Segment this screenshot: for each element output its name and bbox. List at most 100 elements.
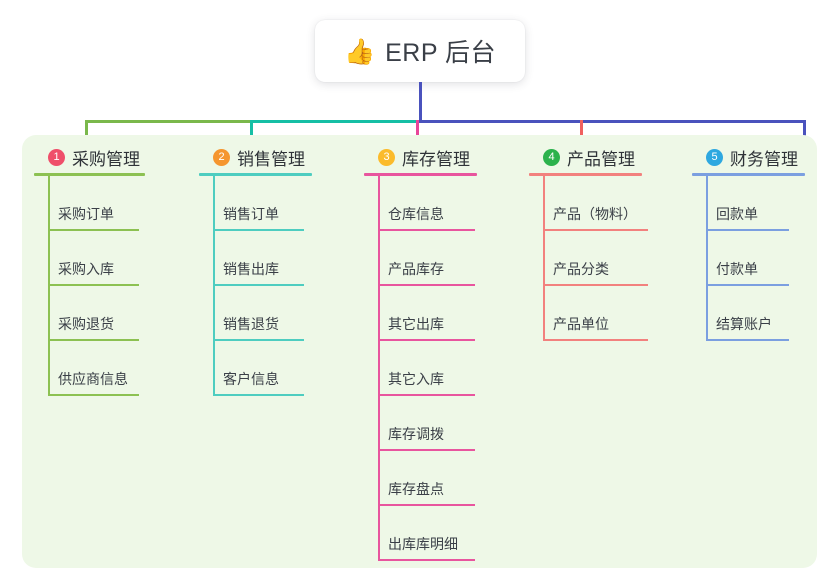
branch-item[interactable]: 销售退货	[199, 286, 312, 341]
branch-item[interactable]: 销售订单	[199, 176, 312, 231]
branch-header-purchase[interactable]: 1 采购管理	[34, 146, 145, 169]
branch-item-label: 采购订单	[58, 206, 114, 222]
branch-item-label: 仓库信息	[388, 206, 444, 222]
branch-title-inventory: 库存管理	[402, 149, 470, 169]
branch-item-rule	[48, 339, 139, 341]
bus-segment-teal	[250, 120, 420, 123]
branch-column-purchase: 1 采购管理采购订单采购入库采购退货供应商信息	[34, 146, 145, 396]
branch-item-label: 库存盘点	[388, 481, 444, 497]
branch-item-rule	[378, 504, 475, 506]
branch-item-list-product: 产品（物料） 产品分类产品单位	[529, 176, 648, 341]
branch-item-list-inventory: 仓库信息产品库存其它出库其它入库库存调拨库存盘点出库库明细	[364, 176, 477, 561]
branch-item-label: 产品（物料）	[553, 206, 637, 222]
branch-item-label: 采购入库	[58, 261, 114, 277]
branch-item-label: 其它入库	[388, 371, 444, 387]
branch-item-rule	[378, 339, 475, 341]
branch-item-rule	[378, 284, 475, 286]
branch-item[interactable]: 产品（物料）	[529, 176, 648, 231]
root-node-erp-backend[interactable]: 👍 ERP 后台	[315, 20, 525, 82]
branch-item[interactable]: 出库库明细	[364, 506, 477, 561]
branch-item[interactable]: 采购订单	[34, 176, 145, 231]
branch-item-rule	[48, 394, 139, 396]
branch-item[interactable]: 结算账户	[692, 286, 805, 341]
branch-item[interactable]: 产品分类	[529, 231, 648, 286]
branch-header-rule-finance	[692, 173, 805, 176]
branch-item-label: 销售退货	[223, 316, 279, 332]
branch-item[interactable]: 客户信息	[199, 341, 312, 396]
branch-number-badge-finance: 5	[706, 148, 723, 166]
branch-item-rule	[543, 229, 648, 231]
branch-header-finance[interactable]: 5 财务管理	[692, 146, 805, 169]
branch-header-rule-product	[529, 173, 642, 176]
branch-spine-purchase	[48, 176, 50, 396]
branch-spine-sales	[213, 176, 215, 396]
branch-item-rule	[543, 284, 648, 286]
branch-item-label: 客户信息	[223, 371, 279, 387]
branch-header-rule-purchase	[34, 173, 145, 176]
branch-item-label: 产品分类	[553, 261, 609, 277]
branch-item[interactable]: 采购退货	[34, 286, 145, 341]
branch-item-rule	[213, 394, 304, 396]
branch-item[interactable]: 其它出库	[364, 286, 477, 341]
root-stem-connector	[419, 82, 422, 123]
branch-item-label: 供应商信息	[58, 371, 128, 387]
branch-item[interactable]: 回款单	[692, 176, 805, 231]
branch-spine-product	[543, 176, 545, 341]
branch-item[interactable]: 仓库信息	[364, 176, 477, 231]
branch-title-product: 产品管理	[567, 149, 635, 169]
branch-item[interactable]: 供应商信息	[34, 341, 145, 396]
branch-item-rule	[378, 229, 475, 231]
branch-header-sales[interactable]: 2 销售管理	[199, 146, 312, 169]
branch-title-purchase: 采购管理	[72, 149, 140, 169]
branch-item-label: 库存调拨	[388, 426, 444, 442]
branch-item-label: 回款单	[716, 206, 758, 222]
branch-item[interactable]: 库存调拨	[364, 396, 477, 451]
branch-item-list-sales: 销售订单销售出库销售退货客户信息	[199, 176, 312, 396]
branch-item-rule	[378, 559, 475, 561]
branches-panel	[22, 135, 817, 568]
branch-item[interactable]: 产品单位	[529, 286, 648, 341]
branch-item-rule	[378, 449, 475, 451]
branch-item-rule	[706, 284, 789, 286]
branch-item-label: 产品库存	[388, 261, 444, 277]
branch-item[interactable]: 产品库存	[364, 231, 477, 286]
branch-item-rule	[48, 284, 139, 286]
branch-number-badge-sales: 2	[213, 148, 230, 166]
branch-item[interactable]: 销售出库	[199, 231, 312, 286]
bus-segment-indigo	[419, 120, 806, 123]
branch-item[interactable]: 付款单	[692, 231, 805, 286]
branch-header-rule-sales	[199, 173, 312, 176]
branch-item-rule	[378, 394, 475, 396]
branch-column-finance: 5 财务管理回款单付款单结算账户	[692, 146, 805, 341]
branch-item-list-purchase: 采购订单采购入库采购退货供应商信息	[34, 176, 145, 396]
branch-header-inventory[interactable]: 3 库存管理	[364, 146, 477, 169]
branch-item-label: 出库库明细	[388, 536, 458, 552]
bus-segment-green	[85, 120, 251, 123]
branch-column-inventory: 3 库存管理仓库信息产品库存其它出库其它入库库存调拨库存盘点出库库明细	[364, 146, 477, 561]
branch-title-sales: 销售管理	[237, 149, 305, 169]
branch-header-rule-inventory	[364, 173, 477, 176]
branch-item-label: 采购退货	[58, 316, 114, 332]
root-node-title: ERP 后台	[385, 39, 497, 67]
branch-item-rule	[213, 284, 304, 286]
branch-item-rule	[706, 229, 789, 231]
branch-column-sales: 2 销售管理销售订单销售出库销售退货客户信息	[199, 146, 312, 396]
branch-item-label: 销售出库	[223, 261, 279, 277]
branch-title-finance: 财务管理	[730, 149, 798, 169]
branch-item-label: 其它出库	[388, 316, 444, 332]
branch-number-badge-purchase: 1	[48, 148, 65, 166]
branch-item[interactable]: 其它入库	[364, 341, 477, 396]
branch-item-list-finance: 回款单付款单结算账户	[692, 176, 805, 341]
branch-item[interactable]: 库存盘点	[364, 451, 477, 506]
branch-item-label: 结算账户	[716, 316, 772, 332]
branch-item[interactable]: 采购入库	[34, 231, 145, 286]
branch-item-rule	[213, 229, 304, 231]
branch-item-label: 产品单位	[553, 316, 609, 332]
branch-item-rule	[706, 339, 789, 341]
branch-item-label: 付款单	[716, 261, 758, 277]
thumbs-up-icon: 👍	[343, 36, 376, 66]
branch-number-badge-inventory: 3	[378, 148, 395, 166]
